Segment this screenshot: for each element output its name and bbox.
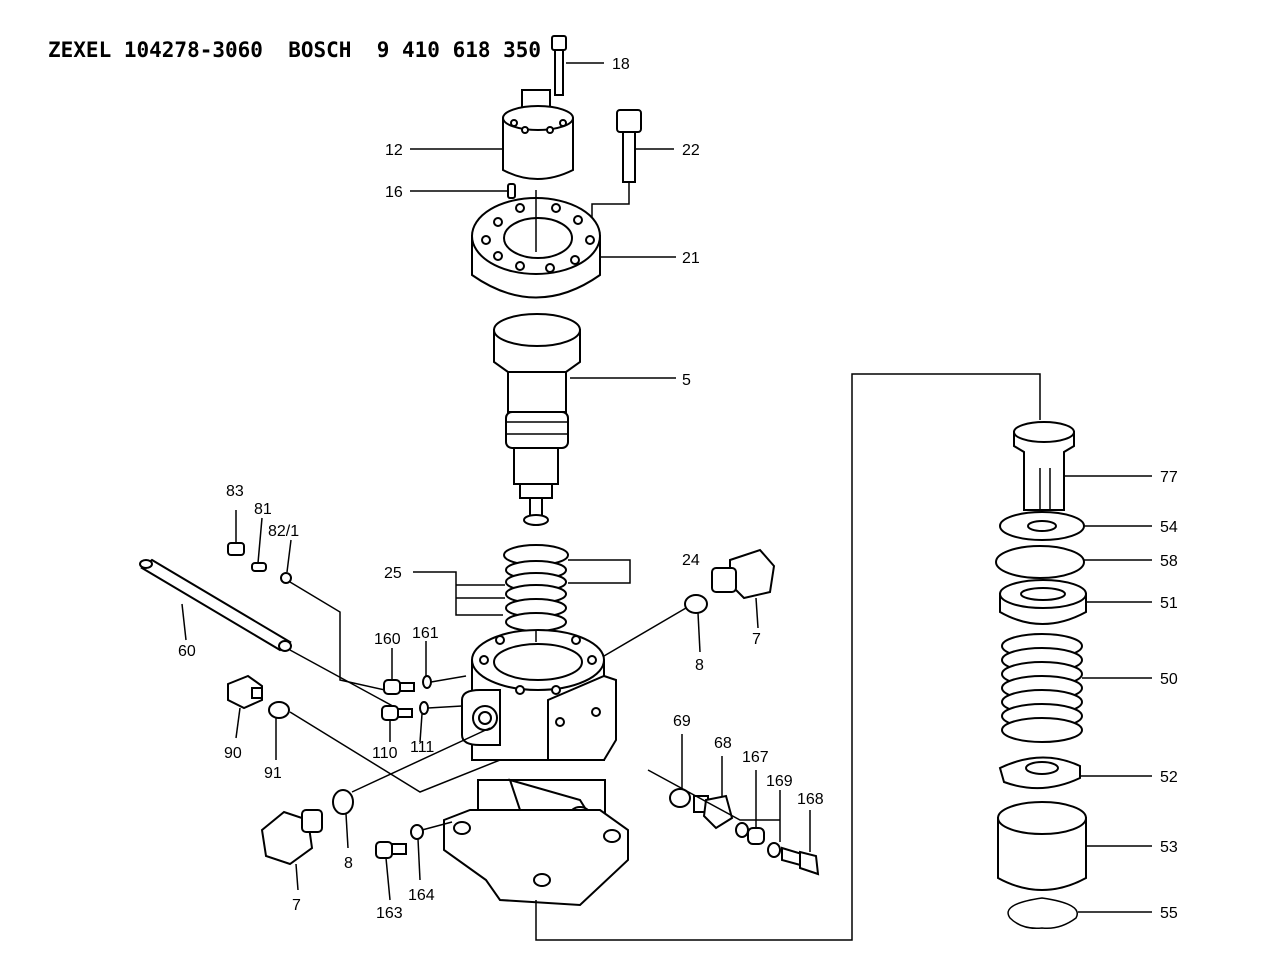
label-58: 58 (1160, 553, 1178, 570)
part-8-o-ring-upper (603, 594, 708, 657)
label-163: 163 (376, 905, 403, 922)
part-83-81-82-screw-set (227, 510, 386, 691)
label-110: 110 (372, 745, 398, 762)
label-82-1: 82/1 (268, 523, 299, 540)
label-7-lower: 7 (292, 897, 301, 914)
label-77: 77 (1160, 469, 1178, 486)
label-167: 167 (742, 749, 769, 766)
part-60-rod (139, 558, 401, 711)
part-51-spring-seat (999, 579, 1152, 625)
label-52: 52 (1160, 769, 1178, 786)
label-21: 21 (682, 250, 700, 267)
label-51: 51 (1160, 595, 1178, 612)
part-90-91-plug-washer (227, 674, 501, 793)
label-81: 81 (254, 501, 272, 518)
label-68: 68 (714, 735, 732, 752)
label-164: 164 (408, 887, 435, 904)
part-12-valve-holder (410, 89, 574, 180)
part-7-plug-lower (260, 809, 323, 891)
label-12: 12 (385, 142, 403, 159)
diagram-title: ZEXEL 104278-3060 BOSCH 9 410 618 350 (48, 38, 542, 62)
label-160: 160 (374, 631, 401, 648)
label-16: 16 (385, 184, 403, 201)
label-18: 18 (612, 56, 630, 73)
label-8-lower: 8 (344, 855, 353, 872)
part-24-25-springs (413, 544, 631, 632)
part-163-164-screw-washer (375, 821, 453, 901)
part-52-lower-seat (998, 756, 1152, 790)
label-69: 69 (673, 713, 691, 730)
label-60: 60 (178, 643, 196, 660)
label-90: 90 (224, 745, 242, 762)
label-55: 55 (1160, 905, 1178, 922)
part-69-68-167-169-168-fittings (647, 734, 820, 876)
part-77-control-sleeve (1013, 421, 1152, 511)
part-22-bolt (591, 109, 674, 228)
label-22: 22 (682, 142, 700, 159)
label-169: 169 (766, 773, 793, 790)
label-168: 168 (797, 791, 824, 808)
part-160-161-screw-seal (383, 641, 467, 695)
label-5: 5 (682, 372, 691, 389)
label-83: 83 (226, 483, 244, 500)
label-8-upper: 8 (695, 657, 704, 674)
part-5-plunger-barrel (493, 313, 676, 526)
label-25: 25 (384, 565, 402, 582)
part-55-circlip (1007, 897, 1152, 930)
part-50-spring (1001, 633, 1152, 743)
pump-housing (443, 629, 629, 907)
part-7-plug-upper (711, 548, 776, 629)
label-7-upper: 7 (752, 631, 761, 648)
part-18-bolt (551, 35, 604, 96)
label-91: 91 (264, 765, 282, 782)
part-54-washer (999, 511, 1152, 541)
label-111: 111 (410, 739, 434, 756)
label-50: 50 (1160, 671, 1178, 688)
part-8-o-ring-lower (332, 727, 491, 849)
label-24: 24 (682, 552, 700, 569)
part-53-tappet (997, 801, 1152, 891)
label-161: 161 (412, 625, 439, 642)
label-53: 53 (1160, 839, 1178, 856)
part-21-flange (471, 190, 676, 299)
connector-line (535, 373, 1041, 941)
label-54: 54 (1160, 519, 1178, 536)
part-58-ring (995, 545, 1152, 579)
part-110-111-screw-seal (381, 701, 463, 743)
part-16-pin (410, 183, 516, 199)
